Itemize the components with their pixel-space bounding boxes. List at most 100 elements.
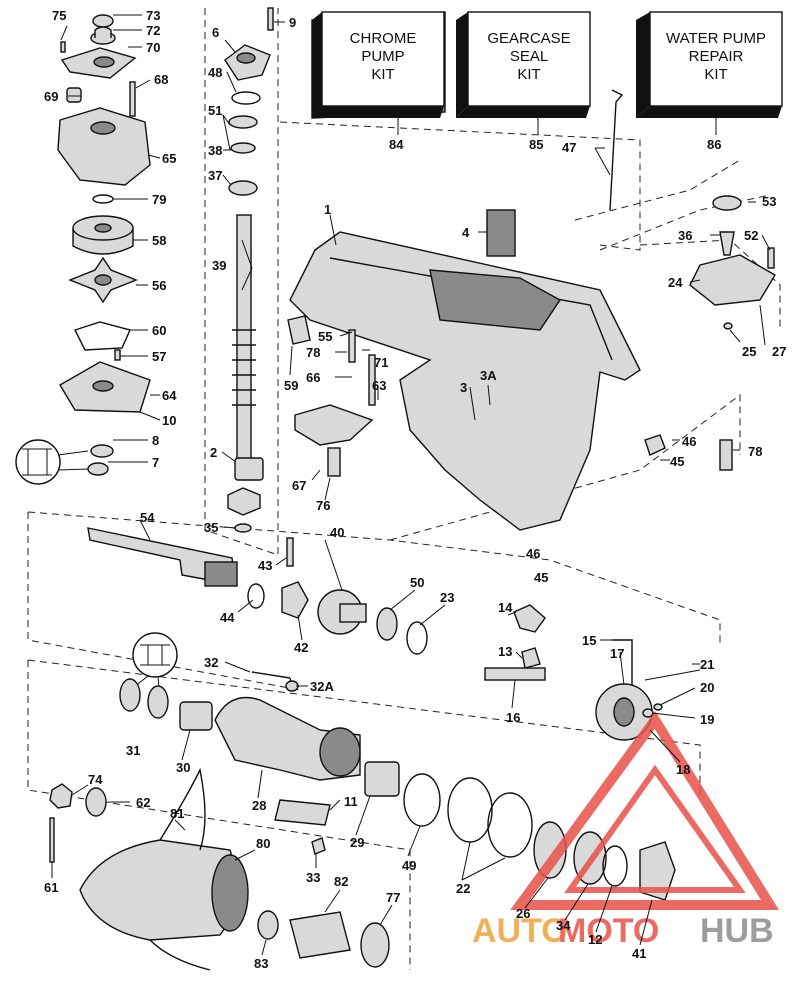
callout-62: 62: [136, 795, 150, 810]
callout-33: 33: [306, 870, 320, 885]
callout-25: 25: [742, 344, 756, 359]
callout-50: 50: [410, 575, 424, 590]
callout-83: 83: [254, 956, 268, 971]
callout-7: 7: [152, 455, 159, 470]
bearing-carrier-assembly: [119, 632, 676, 901]
callout-26: 26: [516, 906, 530, 921]
gearcase-housing: [287, 209, 641, 531]
watermark-hub: HUB: [700, 912, 774, 950]
callout-68: 68: [154, 72, 168, 87]
callout-36: 36: [678, 228, 692, 243]
callout-34: 34: [556, 918, 571, 933]
callout-29: 29: [350, 835, 364, 850]
callout-85: 85: [529, 137, 543, 152]
kit-chrome-line1: CHROME: [350, 30, 417, 47]
kit-gearcase-line1: GEARCASE: [487, 30, 570, 47]
callout-69: 69: [44, 89, 58, 104]
callout-64: 64: [162, 388, 177, 403]
callout-35: 35: [204, 520, 218, 535]
callout-73: 73: [146, 8, 160, 23]
callout-6: 6: [212, 25, 219, 40]
kit-box-chrome-pump: CHROME PUMP KIT: [311, 11, 446, 119]
callout-9: 9: [289, 15, 296, 30]
callout-66: 66: [306, 370, 320, 385]
callout-59: 59: [284, 378, 298, 393]
callout-38: 38: [208, 143, 222, 158]
callout-55: 55: [318, 329, 332, 344]
callout-84: 84: [389, 137, 404, 152]
callout-13: 13: [498, 644, 512, 659]
callout-53: 53: [762, 194, 776, 209]
callout-56: 56: [152, 278, 166, 293]
leader-lines: [51, 14, 771, 956]
callout-32: 32: [204, 655, 218, 670]
callout-3A: 3A: [480, 368, 497, 383]
callout-57: 57: [152, 349, 166, 364]
callout-16: 16: [506, 710, 520, 725]
callout-12: 12: [588, 932, 602, 947]
callout-78: 78: [306, 345, 320, 360]
callout-41: 41: [632, 946, 646, 961]
callout-58: 58: [152, 233, 166, 248]
callout-4: 4: [462, 225, 470, 240]
callout-17: 17: [610, 646, 624, 661]
kit-water-line1: WATER PUMP: [666, 30, 766, 47]
callout-2: 2: [210, 445, 217, 460]
callout-23: 23: [440, 590, 454, 605]
callout-labels: 75 73 72 70 68 69 65 79 58 56 60 57 64 1…: [44, 8, 786, 971]
kit-water-line3: KIT: [704, 66, 727, 83]
callout-45-lower: 45: [534, 570, 548, 585]
callout-51: 51: [208, 103, 222, 118]
callout-74: 74: [88, 772, 103, 787]
kit-chrome-line2: PUMP: [361, 48, 404, 65]
kit-gearcase-line2: SEAL: [510, 48, 548, 65]
callout-76: 76: [316, 498, 330, 513]
callout-60: 60: [152, 323, 166, 338]
callout-39: 39: [212, 258, 226, 273]
callout-44: 44: [220, 610, 235, 625]
callout-61: 61: [44, 880, 58, 895]
watermark-moto: MOTO: [558, 912, 659, 950]
callout-31: 31: [126, 743, 140, 758]
callout-11: 11: [344, 794, 358, 809]
kit-box-water-pump: WATER PUMP REPAIR KIT: [636, 11, 783, 118]
callout-32A: 32A: [310, 679, 334, 694]
callout-48: 48: [208, 65, 222, 80]
callout-27: 27: [772, 344, 786, 359]
callout-45-upper: 45: [670, 454, 684, 469]
callout-72: 72: [146, 23, 160, 38]
callout-81: 81: [170, 806, 184, 821]
callout-10: 10: [162, 413, 176, 428]
callout-43: 43: [258, 558, 272, 573]
callout-8: 8: [152, 433, 159, 448]
callout-22: 22: [456, 881, 470, 896]
callout-40: 40: [330, 525, 344, 540]
callout-52: 52: [744, 228, 758, 243]
callout-77: 77: [386, 890, 400, 905]
water-pump-stack: [15, 14, 151, 485]
automotohub-watermark: AUTO MOTO HUB: [472, 711, 779, 950]
callout-70: 70: [146, 40, 160, 55]
driveshaft-stack: [224, 7, 274, 533]
kit-gearcase-line3: KIT: [517, 66, 540, 83]
kit-box-gearcase-seal: GEARCASE SEAL KIT: [456, 11, 591, 118]
callout-75: 75: [52, 8, 66, 23]
callout-24: 24: [668, 275, 683, 290]
callout-65: 65: [162, 151, 176, 166]
callout-18: 18: [676, 762, 690, 777]
callout-71: 71: [374, 355, 388, 370]
callout-20: 20: [700, 680, 714, 695]
callout-37: 37: [208, 168, 222, 183]
callout-46-lower: 46: [526, 546, 540, 561]
propeller-assembly: [49, 767, 390, 971]
callout-1: 1: [324, 202, 331, 217]
callout-47: 47: [562, 140, 576, 155]
callout-49: 49: [402, 858, 416, 873]
kit-chrome-line3: KIT: [371, 66, 394, 83]
upper-right-parts: [609, 89, 776, 471]
callout-3: 3: [460, 380, 467, 395]
callout-82: 82: [334, 874, 348, 889]
callout-78-right: 78: [748, 444, 762, 459]
callout-30: 30: [176, 760, 190, 775]
